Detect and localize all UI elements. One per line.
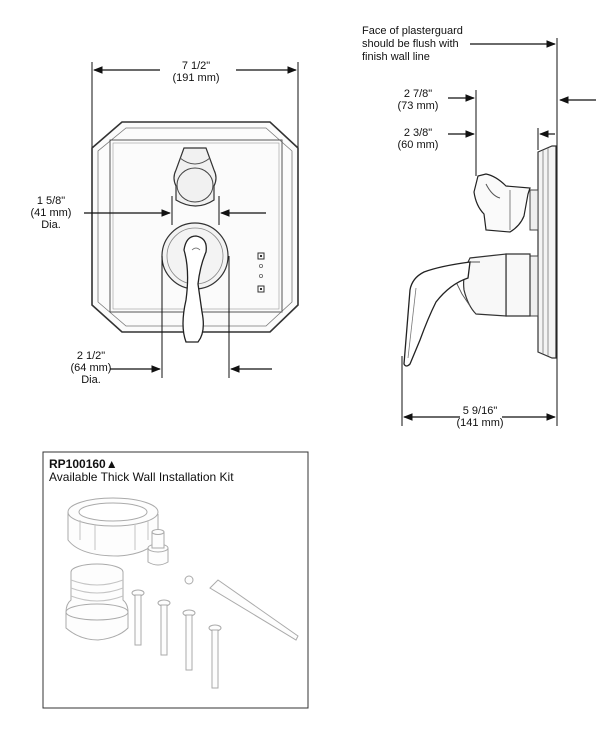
plasterguard-note-line-1: Face of plasterguard xyxy=(362,25,463,37)
top-dia-inches: 1 5/8" xyxy=(37,195,65,207)
dim-b-mm: (60 mm) xyxy=(398,139,439,151)
depth-dim-mm: (141 mm) xyxy=(456,417,503,429)
width-dim-mm: (191 mm) xyxy=(172,72,219,84)
trim-plate-bevel xyxy=(97,127,293,327)
temperature-indicators xyxy=(257,252,265,293)
bottom-dia-label: Dia. xyxy=(81,374,101,386)
front-view: 7 1/2" (191 mm) 1 5/8" (41 mm) Dia. xyxy=(31,60,299,386)
trim-plate-profile xyxy=(529,145,557,359)
kit-cap xyxy=(147,529,169,566)
bottom-dia-mm: (64 mm) xyxy=(71,362,112,374)
kit-hex-key xyxy=(209,579,299,641)
kit-screws xyxy=(131,575,222,689)
bottom-dia-inches: 2 1/2" xyxy=(77,350,105,362)
dim-a-inches: 2 7/8" xyxy=(404,88,432,100)
top-dia-label: Dia. xyxy=(41,219,61,231)
valve-handle-profile xyxy=(403,253,531,367)
width-dim-inches: 7 1/2" xyxy=(182,60,210,72)
top-dia-mm: (41 mm) xyxy=(31,207,72,219)
depth-dim-inches: 5 9/16" xyxy=(463,405,498,417)
side-view: Face of plasterguard should be flush wit… xyxy=(362,25,596,429)
dim-a-mm: (73 mm) xyxy=(398,100,439,112)
kit-collar-ring xyxy=(67,497,159,557)
plasterguard-note-line-3: finish wall line xyxy=(362,51,430,63)
kit-threaded-sleeve xyxy=(65,563,129,641)
diverter-knob-profile xyxy=(473,173,531,233)
kit-panel: RP100160▲ Available Thick Wall Installat… xyxy=(42,451,309,709)
kit-title: Available Thick Wall Installation Kit xyxy=(49,470,234,484)
dim-b-inches: 2 3/8" xyxy=(404,127,432,139)
kit-part-number: RP100160▲ xyxy=(49,457,118,471)
diverter-knob xyxy=(173,147,217,207)
plasterguard-note-line-2: should be flush with xyxy=(362,38,459,50)
